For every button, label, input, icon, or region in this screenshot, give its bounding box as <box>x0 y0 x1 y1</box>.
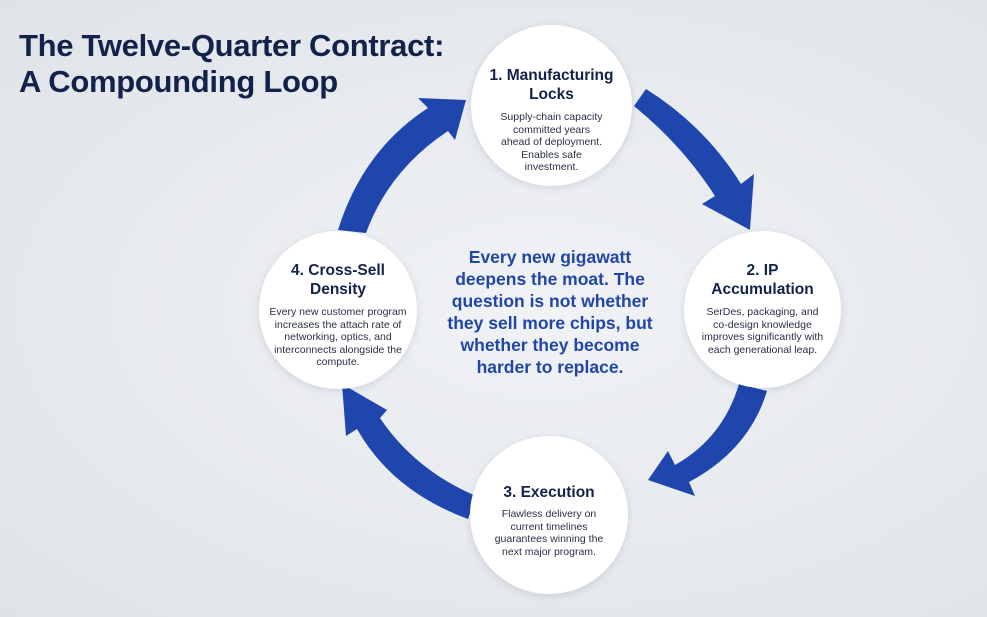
node-heading: 4. Cross-Sell Density <box>291 262 385 298</box>
node-description: Flawless delivery on current timelines g… <box>494 508 604 558</box>
arrow-2-to-3 <box>648 384 767 496</box>
loop-node-manufacturing-locks: 1. Manufacturing Locks Supply-chain capa… <box>471 25 632 186</box>
node-description: SerDes, packaging, and co-design knowled… <box>701 306 824 356</box>
node-description: Every new customer program increases the… <box>269 306 407 368</box>
arrow-3-to-4 <box>342 384 476 519</box>
loop-node-execution: 3. Execution Flawless delivery on curren… <box>470 436 628 594</box>
node-heading: 3. Execution <box>503 484 595 501</box>
loop-node-ip-accumulation: 2. IP Accumulation SerDes, packaging, an… <box>684 231 841 388</box>
loop-node-cross-sell-density: 4. Cross-Sell Density Every new customer… <box>259 231 417 389</box>
arrow-1-to-2 <box>634 89 754 230</box>
node-heading: 1. Manufacturing Locks <box>489 67 614 103</box>
title-line-2: A Compounding Loop <box>19 64 338 99</box>
node-heading: 2. IP Accumulation <box>711 262 814 298</box>
title-line-1: The Twelve-Quarter Contract: <box>19 28 445 63</box>
page-title: The Twelve-Quarter Contract: A Compoundi… <box>19 28 444 100</box>
arrow-4-to-1 <box>338 98 466 233</box>
center-statement: Every new gigawatt deepens the moat. The… <box>447 247 653 377</box>
node-description: Supply-chain capacity committed years ah… <box>500 111 603 173</box>
